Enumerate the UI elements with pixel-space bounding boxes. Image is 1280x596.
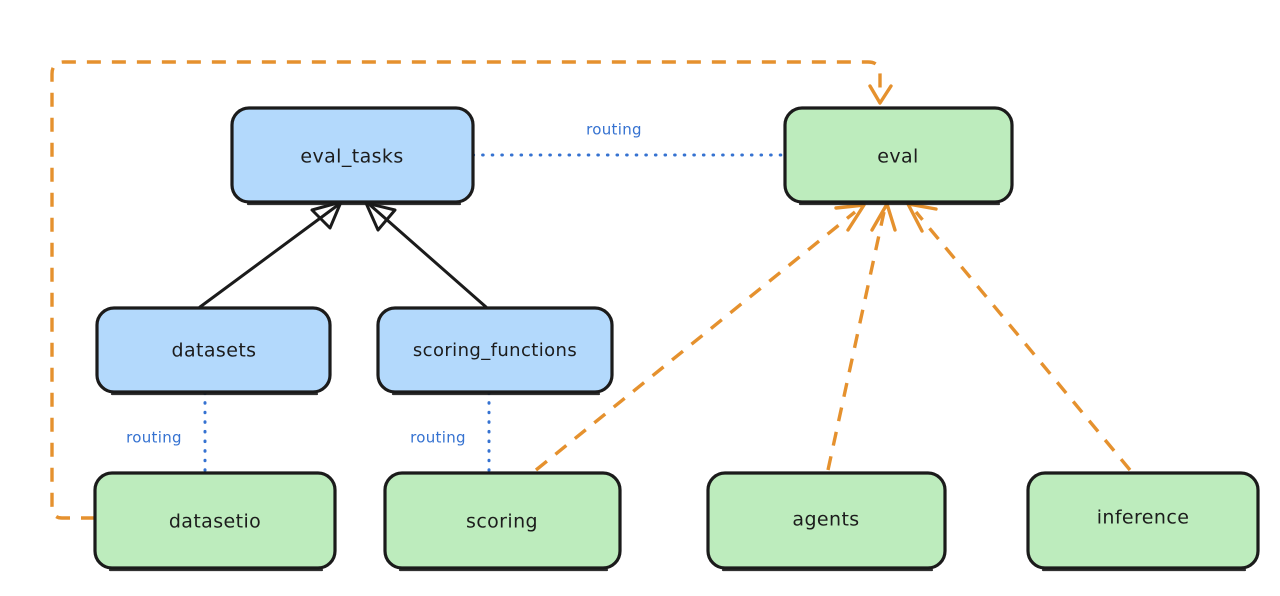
node-agents[interactable]: agents: [706, 471, 947, 572]
edge-label-routing-eval: routing: [586, 121, 642, 139]
node-datasetio[interactable]: datasetio: [93, 471, 337, 572]
edge-inference-eval: [906, 202, 1132, 472]
node-label-inference: inference: [1097, 507, 1190, 529]
edge-datasetio-eval: [50, 60, 893, 520]
node-inference[interactable]: inference: [1026, 471, 1260, 572]
edge-agents-eval: [826, 202, 897, 471]
node-label-eval-tasks: eval_tasks: [300, 146, 403, 168]
node-label-scoring-functions: scoring_functions: [413, 340, 577, 361]
edge-datasets-eval-tasks: [198, 200, 343, 309]
node-datasets[interactable]: datasets: [95, 306, 332, 396]
node-scoring[interactable]: scoring: [383, 471, 622, 572]
edge-label-routing-datasetio: routing: [126, 429, 182, 447]
node-eval-tasks[interactable]: eval_tasks: [230, 106, 475, 206]
node-eval[interactable]: eval: [783, 106, 1014, 206]
node-label-scoring: scoring: [466, 511, 538, 533]
edge-scoring-functions-eval-tasks: [364, 201, 488, 309]
node-label-datasetio: datasetio: [169, 511, 261, 533]
node-label-eval: eval: [877, 146, 918, 168]
node-label-agents: agents: [792, 509, 859, 531]
edge-label-routing-scoring: routing: [410, 429, 466, 447]
node-scoring-functions[interactable]: scoring_functions: [376, 306, 614, 396]
node-label-datasets: datasets: [172, 340, 257, 362]
